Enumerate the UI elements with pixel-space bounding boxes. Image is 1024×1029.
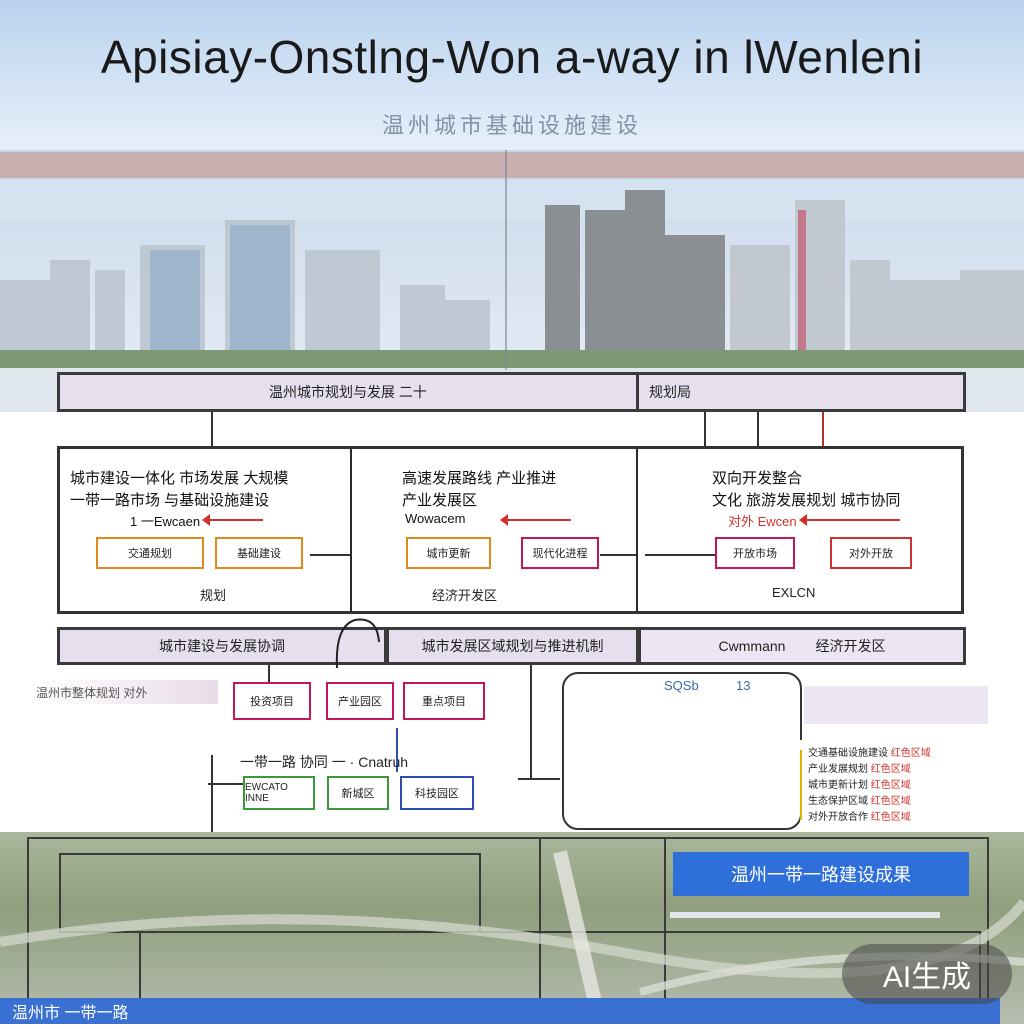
column-2-chip-1: 城市更新 <box>406 537 491 569</box>
column-1-sub: 1 一Ewcaen <box>130 511 200 530</box>
mid-bar-center: 城市发展区域规划与推进机制 <box>386 627 639 665</box>
connector-line <box>600 554 636 556</box>
ai-generated-badge: AI生成 <box>842 944 1012 1004</box>
mid-bar-right-label: 经济开发区 <box>815 636 885 656</box>
column-2-line-2: 产业发展区 <box>402 489 477 510</box>
connector-line <box>530 665 532 779</box>
legend-item: 城市更新计划 红色区域 <box>808 776 911 791</box>
column-1-foot: 规划 <box>200 585 226 604</box>
area-chip-1: EWCATO INNE <box>243 776 315 810</box>
column-3-chip-2: 对外开放 <box>830 537 912 569</box>
connector-line <box>208 783 243 785</box>
legend-box: 交通基础设施建设 红色区域 产业发展规划 红色区域 城市更新计划 红色区域 生态… <box>800 740 960 830</box>
connector-line <box>822 412 824 448</box>
column-3-foot: EXLCN <box>772 585 815 600</box>
connector-line <box>704 412 706 448</box>
connector-line <box>645 554 715 556</box>
results-banner: 温州一带一路建设成果 <box>673 852 969 896</box>
mid-bar-left-label: 城市建设与发展协调 <box>159 636 285 656</box>
legend-header-bar <box>804 686 988 724</box>
column-3-line-2: 文化 旅游发展规划 城市协同 <box>712 489 900 510</box>
page-subtitle: 温州城市基础设施建设 <box>0 108 1024 140</box>
column-2-foot: 经济开发区 <box>432 585 497 604</box>
column-1-line-1: 城市建设一体化 市场发展 大规模 <box>70 467 288 488</box>
column-divider <box>636 449 638 611</box>
lower-left-note: 温州市整体规划 对外 <box>36 684 147 701</box>
red-arrow-left <box>805 519 900 521</box>
footer-bar: 温州市 一带一路 <box>0 998 1000 1024</box>
investment-chip-1: 投资项目 <box>233 682 311 720</box>
lower-caption: 一带一路 协同 一 · Cnatruh <box>240 752 408 772</box>
connector-line <box>757 412 759 448</box>
mid-bar-right-prefix: Cwmmann <box>719 638 786 654</box>
top-bar-right: 规划局 <box>636 372 966 412</box>
area-chip-2: 新城区 <box>327 776 389 810</box>
red-arrow-left <box>208 519 263 521</box>
column-3-chip-1: 开放市场 <box>715 537 795 569</box>
mid-bar-center-label: 城市发展区域规划与推进机制 <box>422 636 604 656</box>
column-1-chip-2: 基础建设 <box>215 537 303 569</box>
column-3-sub: 对外 Ewcen <box>728 511 797 530</box>
column-2-chip-2: 现代化进程 <box>521 537 599 569</box>
red-arrow-left <box>506 519 571 521</box>
column-1-line-2: 一带一路市场 与基础设施建设 <box>70 489 269 510</box>
column-divider <box>350 449 352 611</box>
column-1-chip-1: 交通规划 <box>96 537 204 569</box>
legend-item: 对外开放合作 红色区域 <box>808 808 911 823</box>
legend-item: 产业发展规划 红色区域 <box>808 760 911 775</box>
column-2-line-1: 高速发展路线 产业推进 <box>402 467 556 488</box>
page-title: Apisiay-Onstlng-Won a-way in lWenleni <box>0 30 1024 84</box>
top-bar-left: 温州城市规划与发展 二十 <box>57 372 639 412</box>
outline-panel <box>562 672 802 830</box>
curved-connector <box>333 612 383 670</box>
column-3-line-1: 双向开发整合 <box>712 467 802 488</box>
tag-1: SQSb <box>664 678 699 693</box>
connector-line <box>211 412 213 448</box>
connector-line <box>211 755 213 832</box>
top-bar-left-label: 温州城市规划与发展 二十 <box>269 382 427 402</box>
investment-chip-2: 产业园区 <box>326 682 394 720</box>
mid-bar-right: Cwmmann 经济开发区 <box>638 627 966 665</box>
column-2-sub: Wowacem <box>405 511 465 526</box>
investment-chip-3: 重点项目 <box>403 682 485 720</box>
connector-line <box>310 554 350 556</box>
legend-bracket <box>800 750 802 820</box>
tag-2: 13 <box>736 678 750 693</box>
connector-line <box>518 778 560 780</box>
legend-item: 生态保护区域 红色区域 <box>808 792 911 807</box>
top-bar-right-label: 规划局 <box>649 382 691 402</box>
area-chip-3: 科技园区 <box>400 776 474 810</box>
legend-item: 交通基础设施建设 红色区域 <box>808 744 931 759</box>
connector-line <box>268 665 270 682</box>
